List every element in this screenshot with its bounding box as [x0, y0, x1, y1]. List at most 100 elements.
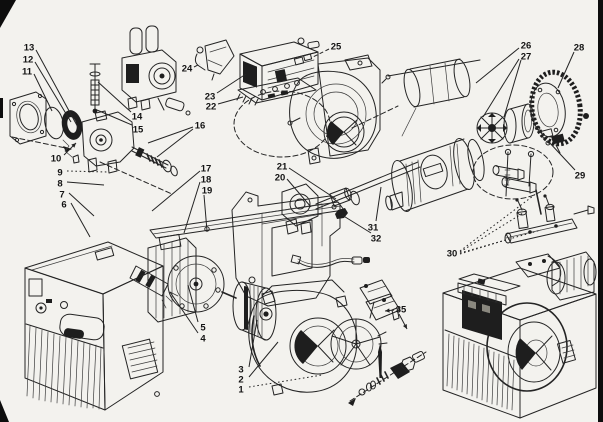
callout-26: 26 [475, 41, 532, 84]
leader-line [33, 73, 53, 112]
callout-number: 5 [200, 323, 206, 334]
callout-number: 19 [202, 186, 213, 197]
callout-number: 24 [182, 64, 193, 75]
callout-number: 23 [205, 92, 216, 103]
callout-number: 26 [521, 41, 532, 52]
leader-line [187, 284, 199, 323]
callout-16: 16 [147, 121, 206, 158]
callout-13: 13 [24, 43, 81, 132]
leader-line [216, 73, 247, 94]
leader-line [341, 214, 372, 234]
leader-line [286, 178, 312, 208]
leader-line [217, 96, 244, 105]
leader-line [169, 291, 199, 334]
callout-23: 23 [205, 73, 247, 103]
callout-number: 4 [200, 334, 206, 345]
callout-14: 14 [97, 81, 143, 123]
callout-10: 10 [51, 142, 77, 165]
callout-30: 30 [447, 192, 542, 260]
callout-number: 10 [51, 154, 62, 165]
leader-arrowhead [402, 324, 407, 329]
retention-ring [503, 103, 535, 144]
leader-line [147, 126, 194, 144]
callout-number: 27 [521, 52, 532, 63]
leader-line [547, 140, 576, 171]
pump-mount-latch [194, 39, 235, 81]
air-band-bracket [359, 279, 401, 321]
electrode-clamp [540, 128, 565, 154]
callout-number: 8 [57, 179, 62, 190]
electrode-bracket-assembly [504, 189, 595, 244]
callout-11: 11 [22, 67, 53, 112]
callout-number: 21 [277, 162, 288, 173]
leader-line [183, 181, 201, 234]
callout-4: 4 [169, 291, 206, 345]
leader-line [459, 237, 513, 255]
callout-number: 11 [22, 67, 33, 78]
callout-15: 15 [96, 109, 144, 136]
callout-25: 25 [310, 42, 342, 59]
assembled-burner [442, 251, 597, 419]
callout-19: 19 [202, 186, 213, 232]
callout-7: 7 [59, 190, 95, 217]
callout-number: 14 [132, 112, 143, 123]
leader-line [156, 128, 194, 158]
solenoid-valve [121, 25, 191, 116]
callout-18: 18 [183, 175, 212, 234]
callout-2: 2 [238, 341, 279, 386]
callout-35: 35 [384, 305, 408, 330]
callout-number: 35 [396, 305, 407, 316]
callout-number: 32 [371, 234, 382, 245]
callout-5: 5 [187, 284, 206, 334]
callout-28: 28 [557, 43, 584, 89]
callout-number: 31 [368, 223, 379, 234]
leader-arrowhead [71, 143, 76, 148]
callout-number: 30 [447, 249, 458, 260]
air-tube-sleeve [381, 58, 481, 137]
pump-flange-and-seals [9, 91, 83, 152]
callout-number: 20 [275, 173, 286, 184]
callout-31: 31 [368, 186, 382, 234]
leader-line [475, 47, 520, 84]
leader-line [248, 319, 258, 368]
leader-line [248, 341, 279, 378]
leader-line [151, 170, 201, 212]
callout-32: 32 [341, 214, 382, 245]
end-plate [529, 69, 589, 147]
leader-line [203, 194, 208, 232]
leader-line [193, 63, 201, 68]
leader-line [35, 49, 81, 132]
leader-line [97, 81, 132, 113]
flexible-oil-line [290, 254, 370, 268]
fan-guard [330, 318, 388, 370]
primary-control-box [239, 37, 320, 101]
callout-21: 21 [277, 162, 337, 200]
motor [129, 233, 237, 323]
mounting-screws-detail [472, 144, 554, 200]
gun-assembly [385, 137, 485, 213]
fuel-pump [62, 63, 178, 195]
fitting-25 [293, 53, 313, 66]
leader-line [68, 192, 95, 217]
callout-number: 12 [23, 55, 34, 66]
leader-line [375, 186, 382, 222]
callout-number: 16 [195, 121, 206, 132]
callout-number: 1 [238, 385, 244, 396]
burner-cover [24, 241, 164, 411]
leader-line [459, 192, 538, 252]
nozzle-kit [348, 344, 427, 406]
callout-29: 29 [547, 140, 585, 182]
callout-number: 7 [59, 190, 64, 201]
callout-number: 2 [238, 375, 243, 386]
callout-8: 8 [57, 179, 105, 190]
leader-line [288, 167, 337, 200]
leader-arrowhead [385, 308, 390, 313]
callout-3: 3 [238, 319, 258, 376]
callout-1: 1 [238, 374, 323, 396]
leader-line [557, 51, 575, 89]
callout-number: 22 [206, 102, 217, 113]
callout-number: 6 [61, 200, 66, 211]
leader-line [70, 202, 91, 238]
callout-number: 18 [201, 175, 212, 186]
